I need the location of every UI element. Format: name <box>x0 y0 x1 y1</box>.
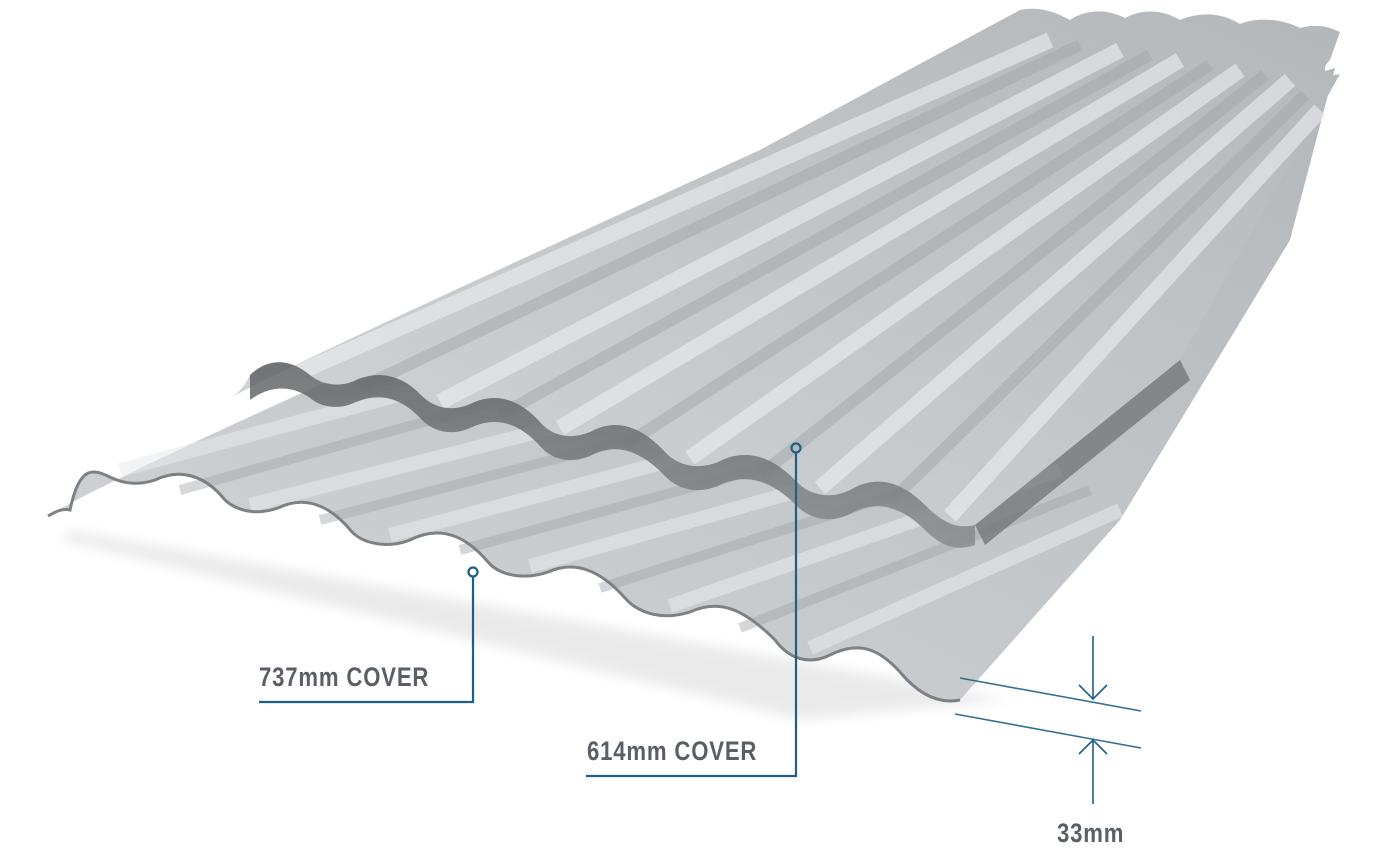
label-614mm-cover: 614mm COVER <box>587 736 758 766</box>
label-33mm-depth: 33mm <box>1057 818 1125 848</box>
callout-33mm <box>954 636 1142 804</box>
arrow-up-icon <box>1078 738 1108 755</box>
callout-pin-icon <box>467 566 479 578</box>
callout-614mm <box>586 442 802 778</box>
callout-pin-icon <box>790 442 802 454</box>
callout-737mm <box>259 566 479 704</box>
sheet-shadow <box>60 530 1010 720</box>
arrow-down-icon <box>1078 684 1108 701</box>
label-737mm-cover: 737mm COVER <box>259 662 430 692</box>
upper-sheet <box>230 8 1340 548</box>
